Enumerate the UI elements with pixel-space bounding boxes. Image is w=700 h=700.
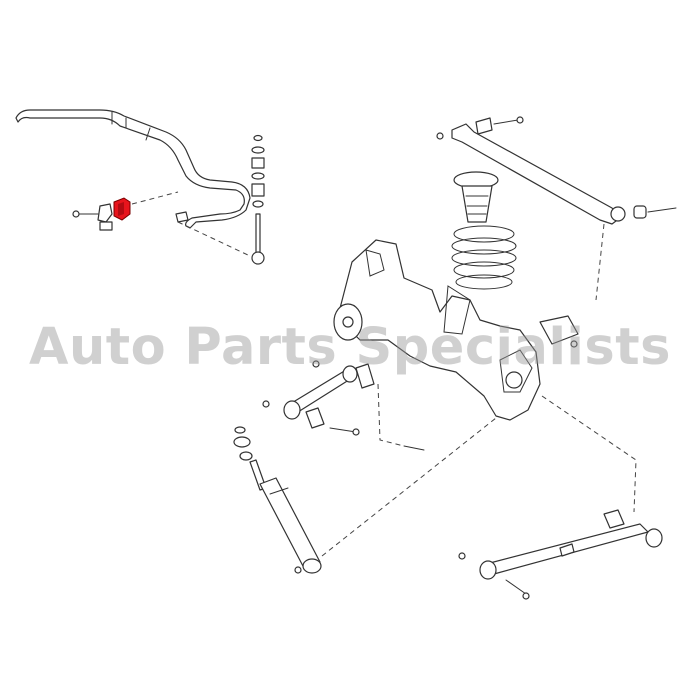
stabilizer-bushing-highlighted[interactable] xyxy=(113,197,131,221)
coil-spring xyxy=(451,225,517,290)
shock-absorber xyxy=(233,417,497,574)
lower-control-arm xyxy=(458,395,663,600)
upper-control-arm xyxy=(436,116,677,301)
stabilizer-bar xyxy=(15,109,251,229)
bushing-bracket xyxy=(72,191,179,231)
lateral-rod xyxy=(262,360,425,451)
bump-stop xyxy=(453,171,499,223)
stabilizer-link xyxy=(175,134,265,265)
rear-axle-housing xyxy=(333,239,579,421)
